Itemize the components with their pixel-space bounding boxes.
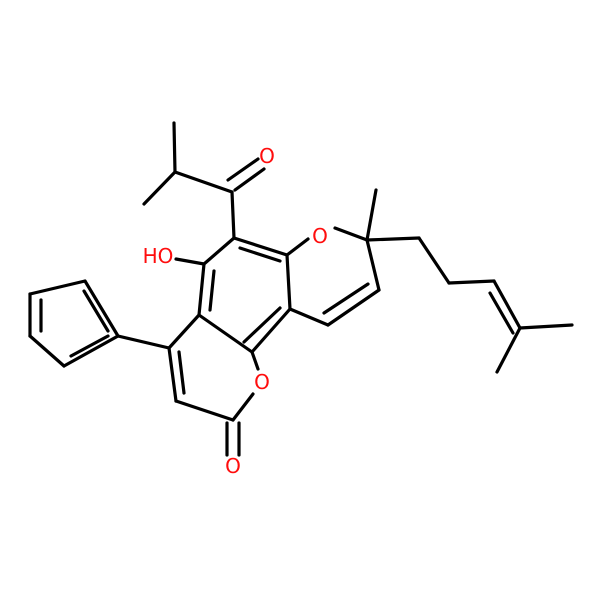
bond-chain-2 bbox=[417, 236, 451, 285]
bond-isopropyl-methyl-top bbox=[172, 121, 177, 174]
bond-lactone-c-ch bbox=[174, 399, 235, 422]
bond-benzene-c3-c4 bbox=[197, 313, 254, 354]
bond-lactone-c-o bbox=[250, 350, 260, 371]
bond-ketone-double-b bbox=[233, 167, 266, 192]
bond-pyran-alkene-a bbox=[326, 288, 381, 327]
bond-benzene-c2-c3-inner bbox=[208, 269, 216, 312]
bond-benzene-c1-c2 bbox=[202, 236, 236, 266]
bond-benzene-c1-c6-inner bbox=[238, 246, 282, 263]
bond-benzene-c4-c5 bbox=[250, 307, 292, 354]
bond-benzene-c4-c5-inner bbox=[242, 306, 282, 344]
bond-pyran-o-c bbox=[333, 226, 369, 242]
bond-ketone-double-a bbox=[226, 157, 260, 182]
bond-phenyl-5 bbox=[62, 334, 120, 368]
bond-chain-alkene-b bbox=[488, 291, 515, 335]
lactone-ring-oxygen-label: O bbox=[254, 370, 270, 394]
bond-lactone-ch-c-inner bbox=[177, 350, 186, 395]
bond-chain-methyl-right bbox=[518, 323, 574, 330]
hydroxyl-label: HO bbox=[143, 244, 174, 268]
bond-phenyl-1-inner bbox=[82, 289, 110, 333]
bond-benzene-c2-c3 bbox=[197, 262, 206, 317]
bonds bbox=[28, 121, 574, 457]
bond-hydroxyl bbox=[174, 257, 206, 266]
bond-lactone-o-c bbox=[231, 392, 255, 422]
bond-quaternary-methyl bbox=[365, 188, 378, 242]
bond-chain-1 bbox=[365, 236, 421, 242]
bond-phenyl-1 bbox=[83, 279, 120, 338]
bond-phenyl-4 bbox=[28, 334, 66, 368]
pyran-ring-oxygen-label: O bbox=[312, 224, 328, 248]
bond-lactone-ch-c bbox=[167, 346, 178, 403]
bond-pyran-quaternary-alkene bbox=[365, 238, 381, 292]
bond-lactone-c-ring bbox=[167, 313, 201, 350]
bond-benzene-c1-c6 bbox=[232, 236, 289, 257]
bond-carbonyl-ring bbox=[230, 190, 236, 240]
bond-chain-methyl-down bbox=[495, 326, 522, 374]
atom-labels: O O HO O O bbox=[143, 144, 328, 478]
bond-isopropyl-methyl-left bbox=[142, 170, 177, 206]
bond-phenyl-2 bbox=[28, 279, 87, 296]
bond-pyran-alkene-b bbox=[322, 282, 370, 315]
lactone-carbonyl-oxygen-label: O bbox=[225, 454, 241, 478]
bond-pyran-alkene-ring bbox=[288, 307, 330, 327]
bond-phenyl-5-inner bbox=[69, 334, 110, 358]
bond-phenyl-link bbox=[116, 334, 171, 350]
bond-pyran-c-o bbox=[285, 237, 310, 257]
bond-isopropyl-carbonyl bbox=[173, 170, 234, 194]
bond-benzene-c5-c6 bbox=[285, 253, 292, 311]
bond-chain-alkene-a bbox=[492, 279, 522, 330]
bond-chain-3 bbox=[447, 279, 496, 285]
ketone-oxygen-label: O bbox=[259, 144, 275, 168]
